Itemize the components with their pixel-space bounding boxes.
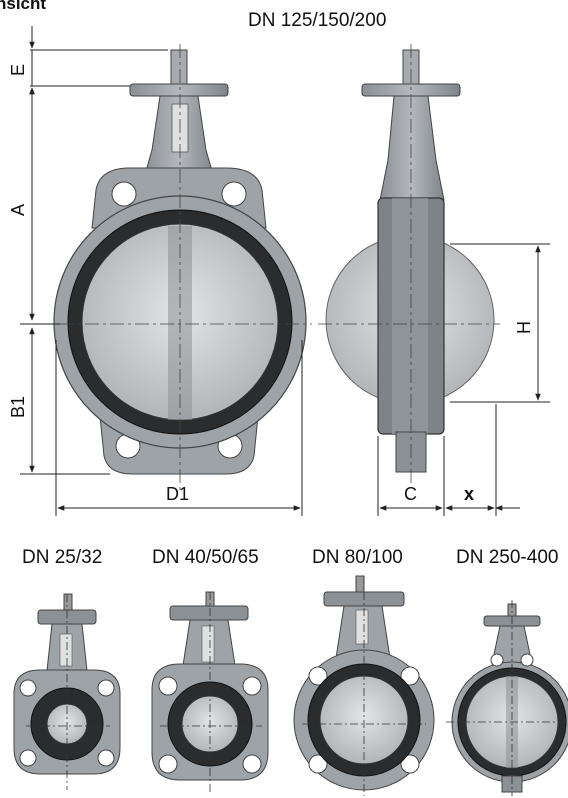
variant-label-dn80: DN 80/100 xyxy=(312,547,403,568)
dim-label-x: x xyxy=(464,484,474,504)
dim-label-h: H xyxy=(514,321,534,334)
variant-label-dn250: DN 250-400 xyxy=(456,547,558,568)
front-view-valve xyxy=(53,44,312,490)
variant-label-dn40: DN 40/50/65 xyxy=(152,547,259,568)
dim-label-a: A xyxy=(8,204,28,216)
variant-valve-dn25 xyxy=(13,593,121,790)
variant-valve-dn80 xyxy=(293,575,435,796)
dim-label-b1: B1 xyxy=(8,396,28,418)
variant-label-dn25: DN 25/32 xyxy=(22,547,102,568)
dim-label-c: C xyxy=(404,484,417,504)
dim-label-e: E xyxy=(8,64,28,76)
dimension-lines xyxy=(20,26,550,516)
variant-valve-dn250 xyxy=(446,600,568,796)
variant-valve-dn40 xyxy=(151,591,269,792)
section-heading: nsicht xyxy=(0,0,46,13)
side-view-valve xyxy=(318,44,500,488)
dim-label-d1: D1 xyxy=(166,484,189,504)
main-view-title: DN 125/150/200 xyxy=(248,10,386,31)
